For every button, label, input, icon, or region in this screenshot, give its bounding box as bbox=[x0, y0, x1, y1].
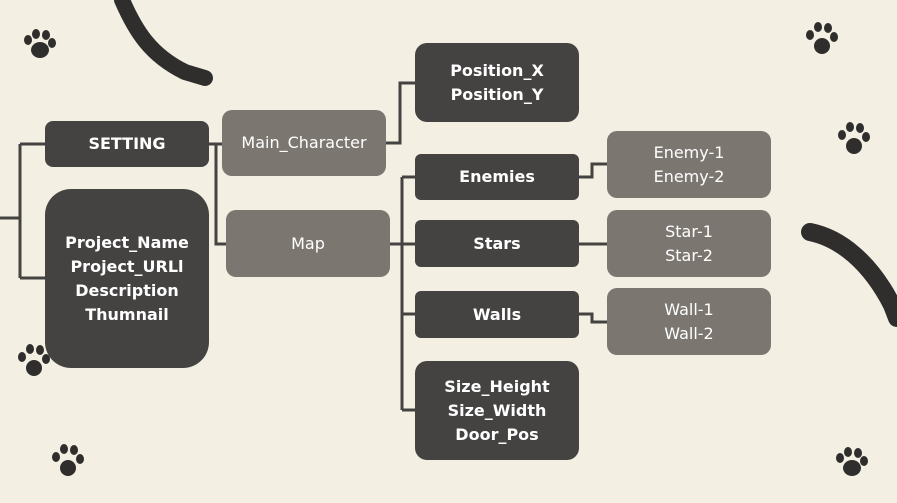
paw-print-icon bbox=[806, 22, 838, 54]
node-setting[interactable]: SETTING bbox=[45, 121, 209, 167]
paw-print-icon bbox=[52, 444, 84, 476]
node-label: Position_X bbox=[450, 60, 544, 80]
node-label: Position_Y bbox=[450, 84, 544, 104]
node-project-info[interactable]: Project_Name Project_URLl Description Th… bbox=[45, 189, 209, 368]
node-map[interactable]: Map bbox=[226, 210, 390, 277]
node-label: Star-1 bbox=[665, 221, 713, 241]
node-label: Enemy-2 bbox=[653, 166, 725, 186]
node-label: Project_URLl bbox=[70, 256, 184, 276]
node-enemy-list[interactable]: Enemy-1 Enemy-2 bbox=[607, 131, 771, 198]
node-label: Door_Pos bbox=[455, 424, 539, 444]
node-wall-list[interactable]: Wall-1 Wall-2 bbox=[607, 288, 771, 355]
node-label: Wall-2 bbox=[664, 323, 714, 343]
node-label: Thumnail bbox=[85, 304, 169, 324]
paw-print-icon bbox=[836, 447, 868, 476]
paw-print-icon bbox=[24, 29, 56, 58]
node-position[interactable]: Position_X Position_Y bbox=[415, 43, 579, 122]
node-label: Project_Name bbox=[65, 232, 189, 252]
paw-print-icon bbox=[838, 122, 870, 154]
node-label: Size_Height bbox=[444, 376, 550, 396]
node-main-character[interactable]: Main_Character bbox=[222, 110, 386, 176]
node-star-list[interactable]: Star-1 Star-2 bbox=[607, 210, 771, 277]
paw-print-icon bbox=[18, 344, 50, 376]
node-label: Star-2 bbox=[665, 245, 713, 265]
node-walls[interactable]: Walls bbox=[415, 291, 579, 338]
node-label: Size_Width bbox=[447, 400, 547, 420]
node-stars[interactable]: Stars bbox=[415, 220, 579, 267]
node-label: Wall-1 bbox=[664, 299, 714, 319]
node-label: Description bbox=[75, 280, 179, 300]
node-enemies[interactable]: Enemies bbox=[415, 154, 579, 200]
node-map-props[interactable]: Size_Height Size_Width Door_Pos bbox=[415, 361, 579, 460]
node-label: Enemy-1 bbox=[653, 142, 725, 162]
